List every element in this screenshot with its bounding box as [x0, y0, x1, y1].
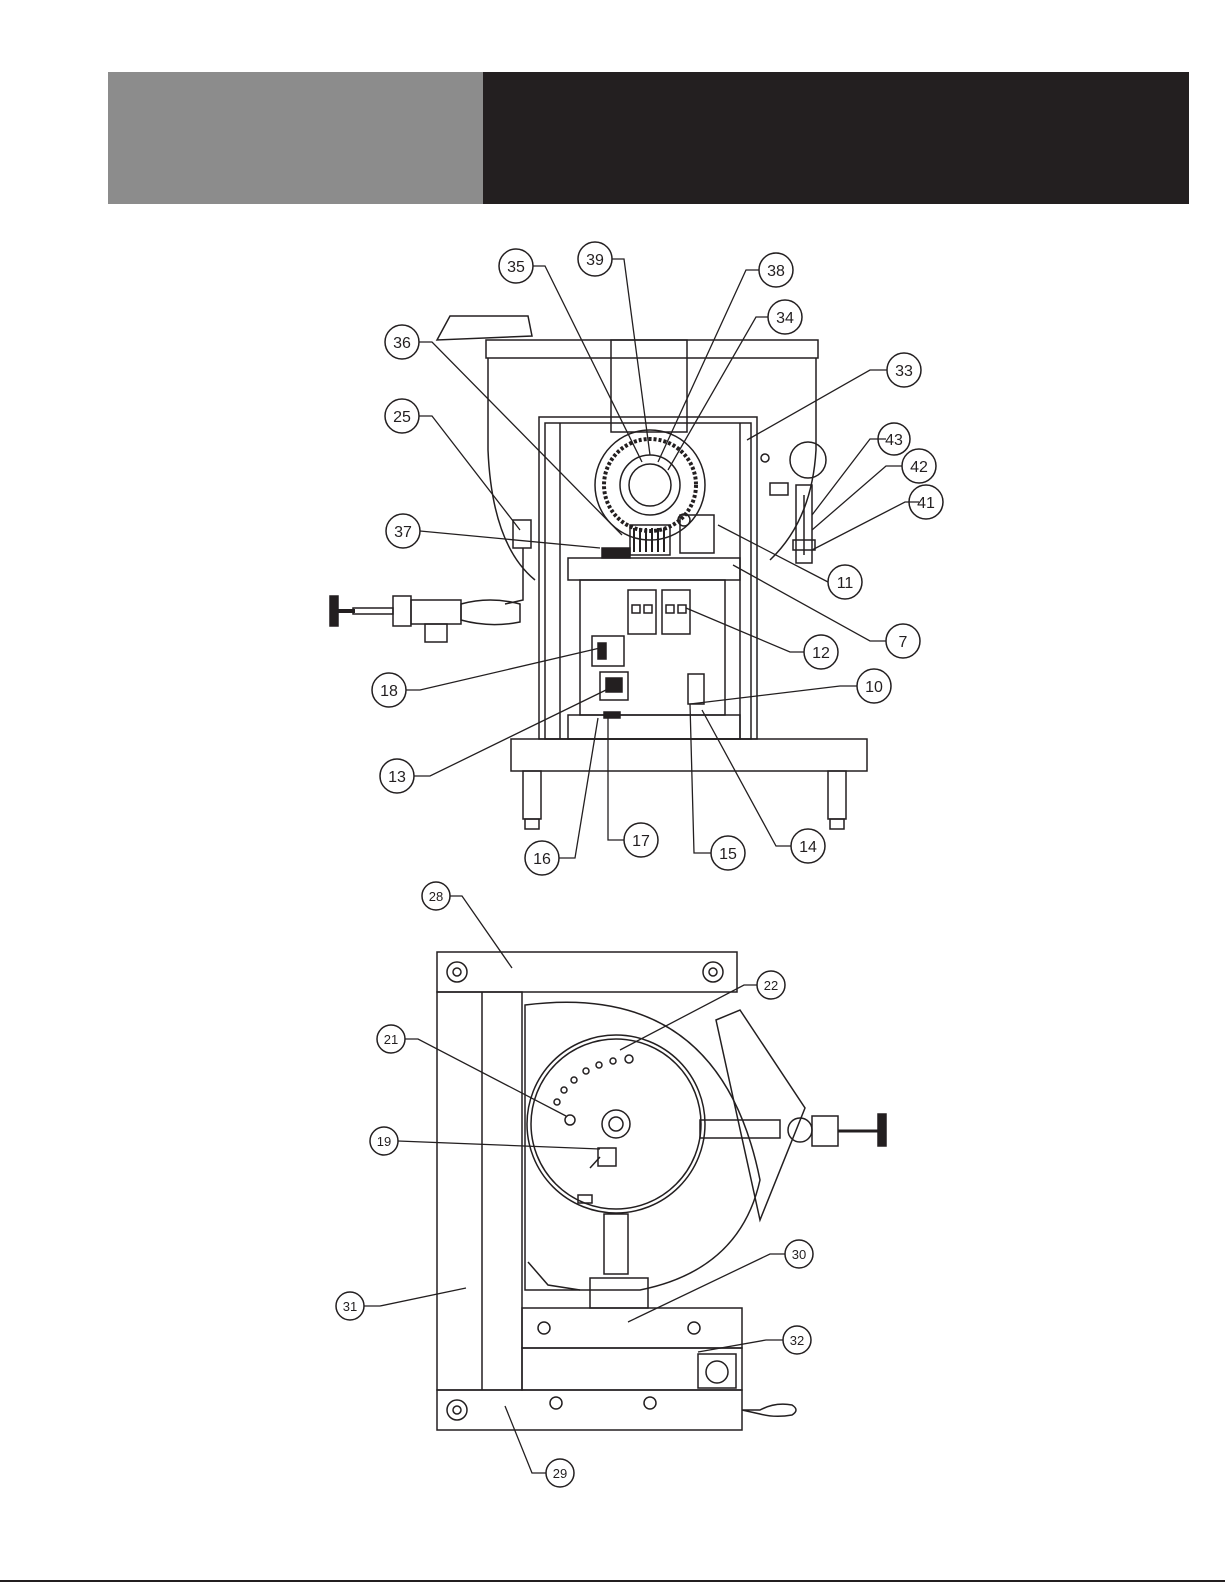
callout-41-label: 41 [917, 495, 935, 512]
callout-18-label: 18 [380, 683, 398, 700]
callout-33-label: 33 [895, 363, 913, 380]
callout-25: 25 [385, 399, 419, 433]
callout-32-label: 32 [790, 1333, 804, 1348]
callout-7: 7 [886, 624, 920, 658]
callout-12: 12 [804, 635, 838, 669]
callout-16-label: 16 [533, 851, 551, 868]
callout-13-label: 13 [388, 769, 406, 786]
callout-11-label: 11 [837, 575, 854, 592]
callout-31-label: 31 [343, 1299, 357, 1314]
callout-11: 11 [828, 565, 862, 599]
callout-39-label: 39 [586, 252, 604, 269]
callout-37: 37 [386, 514, 420, 548]
callout-14-label: 14 [799, 839, 817, 856]
callout-31: 31 [336, 1292, 364, 1320]
callout-16: 16 [525, 841, 559, 875]
footer-rule [0, 1580, 1225, 1582]
callout-34: 34 [768, 300, 802, 334]
callout-30: 30 [785, 1240, 813, 1268]
callout-35-label: 35 [507, 259, 525, 276]
callout-42-label: 42 [910, 459, 928, 476]
callout-30-label: 30 [792, 1247, 806, 1262]
callout-10: 10 [857, 669, 891, 703]
callout-21-label: 21 [384, 1032, 398, 1047]
callout-17-label: 17 [632, 833, 650, 850]
callout-13: 13 [380, 759, 414, 793]
front-elevation-drawing [330, 316, 867, 829]
callout-32: 32 [783, 1326, 811, 1354]
callout-15-label: 15 [719, 846, 737, 863]
callout-38-label: 38 [767, 263, 785, 280]
callout-18: 18 [372, 673, 406, 707]
callout-37-label: 37 [394, 524, 412, 541]
callout-36: 36 [385, 325, 419, 359]
callout-19: 19 [370, 1127, 398, 1155]
callout-28: 28 [422, 882, 450, 910]
callout-25-label: 25 [393, 409, 411, 426]
callout-21: 21 [377, 1025, 405, 1053]
plan-view-drawing [437, 952, 886, 1430]
callout-12-label: 12 [812, 645, 830, 662]
callout-7-label: 7 [899, 634, 908, 651]
callout-29-label: 29 [553, 1466, 567, 1481]
callout-10-label: 10 [865, 679, 883, 696]
callout-42: 42 [902, 449, 936, 483]
callout-19-label: 19 [377, 1134, 391, 1149]
callout-29: 29 [546, 1459, 574, 1487]
callout-35: 35 [499, 249, 533, 283]
callout-43-label: 43 [885, 432, 903, 449]
callout-38: 38 [759, 253, 793, 287]
callout-33: 33 [887, 353, 921, 387]
callout-15: 15 [711, 836, 745, 870]
callout-22: 22 [757, 971, 785, 999]
callout-28-label: 28 [429, 889, 443, 904]
callout-17: 17 [624, 823, 658, 857]
callout-14: 14 [791, 829, 825, 863]
callout-39: 39 [578, 242, 612, 276]
callout-22-label: 22 [764, 978, 778, 993]
callout-34-label: 34 [776, 310, 794, 327]
callout-36-label: 36 [393, 335, 411, 352]
